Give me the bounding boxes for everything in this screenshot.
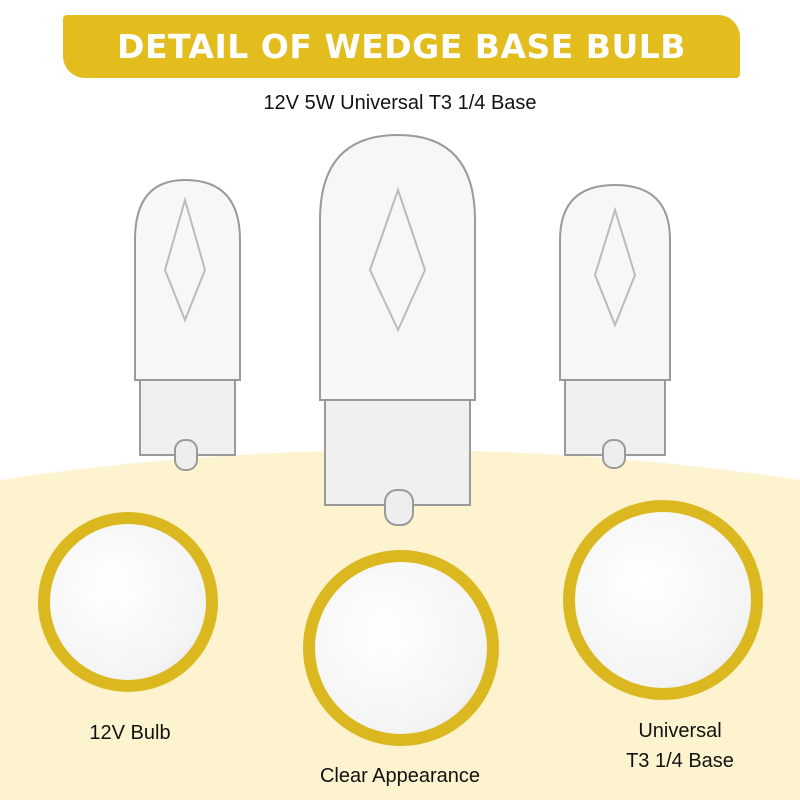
detail-circle-12v-bulb [38, 512, 218, 692]
bulb-center [319, 133, 476, 526]
label-clear-appearance: Clear Appearance [319, 765, 481, 787]
subtitle: 12V 5W Universal T3 1/4 Base [263, 92, 537, 114]
label-universal-line1: Universal [638, 720, 722, 742]
banner-title: DETAIL OF WEDGE BASE BULB [117, 27, 686, 66]
bulb-left [134, 178, 241, 471]
detail-circle-clear-appearance [303, 550, 499, 746]
detail-circle-universal-base [563, 500, 763, 700]
bulb-right [559, 183, 671, 469]
label-universal-line2: T3 1/4 Base [626, 750, 734, 772]
label-12v-bulb: 12V Bulb [89, 722, 171, 744]
title-banner: DETAIL OF WEDGE BASE BULB [63, 15, 740, 78]
